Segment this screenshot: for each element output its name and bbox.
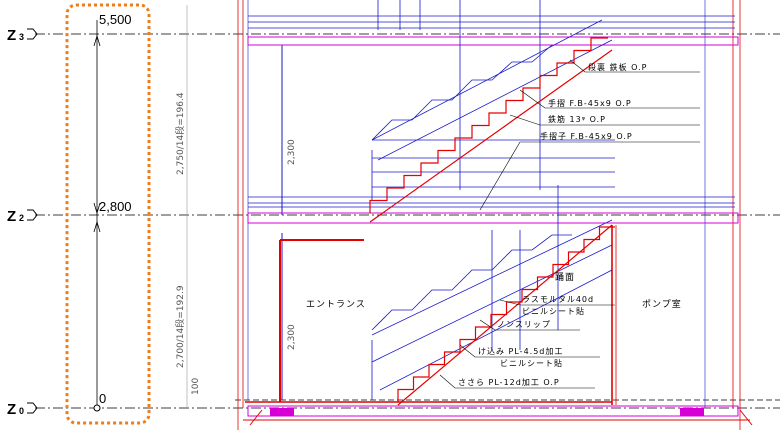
clear-height-dimensions: 2,300 2,300 (281, 45, 297, 400)
level-arrow-icon (27, 402, 38, 414)
room-entrance: エントランス (306, 299, 366, 310)
level-sub: 3 (19, 32, 24, 42)
leader-note-3 (509, 114, 700, 126)
note: 鉄筋 13ᵠ O.P (548, 114, 606, 124)
level-marker-z0: Z 0 (7, 401, 38, 418)
dimension-arrows (93, 34, 101, 233)
annotation-notes: 段裏 鉄板 O.P 手摺 F.B-45x9 O.P 鉄筋 13ᵠ O.P 手摺子… (458, 62, 647, 387)
ground-hatch (270, 408, 294, 416)
level-arrow-icon (27, 28, 38, 40)
note: ささら PL-12d加工 O.P (458, 377, 560, 387)
note: ノンスリップ (497, 320, 551, 329)
leader-note-1 (569, 59, 700, 73)
note: ビニルシート貼 (500, 358, 563, 368)
foundation-outline (243, 409, 753, 426)
note: ラスモルタル40d (522, 295, 594, 304)
leader-note-5 (499, 299, 615, 306)
ground-hatch-2 (680, 408, 704, 416)
stair-red (369, 37, 615, 406)
level-sub: 2 (19, 213, 24, 223)
level-letter: Z (7, 27, 16, 44)
level-marker-z3: Z 3 (7, 27, 38, 44)
upper-stair-rise: 2,750/14段=196.4 (174, 92, 186, 175)
structural-frame (237, 0, 741, 430)
slab-z3 (247, 36, 739, 46)
upper-stair-profile-blue (371, 44, 553, 141)
elevation-z3: 5,500 (99, 12, 132, 27)
elevation-dimension: 5,500 2,800 0 (65, 3, 151, 425)
leader-note-10 (439, 374, 595, 389)
balusters (377, 0, 559, 350)
leader-note-4 (479, 141, 700, 211)
level-letter: Z (7, 208, 16, 225)
slab-z0 (247, 405, 739, 417)
leader-note-7 (479, 319, 580, 331)
level-lines (35, 33, 780, 409)
level-letter: Z (7, 401, 16, 418)
room-pump: ポンプ室 (642, 298, 682, 310)
room-top-label: 踊面 (555, 272, 575, 283)
lower-stair-rise: 2,700/14段=192.9 (174, 285, 186, 368)
upper-stair-steps (369, 37, 608, 213)
note: 手摺子 F.B-45x9 O.P (540, 131, 633, 141)
elevation-z0: 0 (99, 391, 106, 406)
highlight-box (65, 3, 151, 425)
note: け込み PL-4.5d加工 (478, 346, 563, 356)
note: 手摺 F.B-45x9 O.P (548, 98, 632, 108)
floor-slabs (243, 36, 753, 426)
elevation-z2: 2,800 (99, 199, 132, 214)
guard-rails (248, 0, 735, 400)
lower-clear-height: 2,300 (287, 324, 297, 350)
level-marker-z2: Z 2 (7, 208, 38, 225)
lower-stringer-red (397, 224, 613, 406)
leader-note-2 (519, 89, 700, 109)
base-dimension: 100 (191, 378, 201, 395)
upper-stringer-red (369, 49, 613, 223)
leader-lines (439, 59, 700, 389)
origin-mark (93, 404, 101, 412)
lower-stair-profile-blue (371, 234, 572, 331)
note: ビニルシート貼 (522, 306, 585, 316)
stair-dimension: 2,750/14段=196.4 2,700/14段=192.9 100 (174, 5, 201, 408)
note: 段裏 鉄板 O.P (588, 62, 647, 72)
slab-z2 (247, 212, 739, 224)
level-sub: 0 (19, 406, 24, 416)
level-arrow-icon (27, 209, 38, 221)
leader-note-8 (459, 344, 600, 358)
upper-clear-height: 2,300 (287, 139, 297, 165)
